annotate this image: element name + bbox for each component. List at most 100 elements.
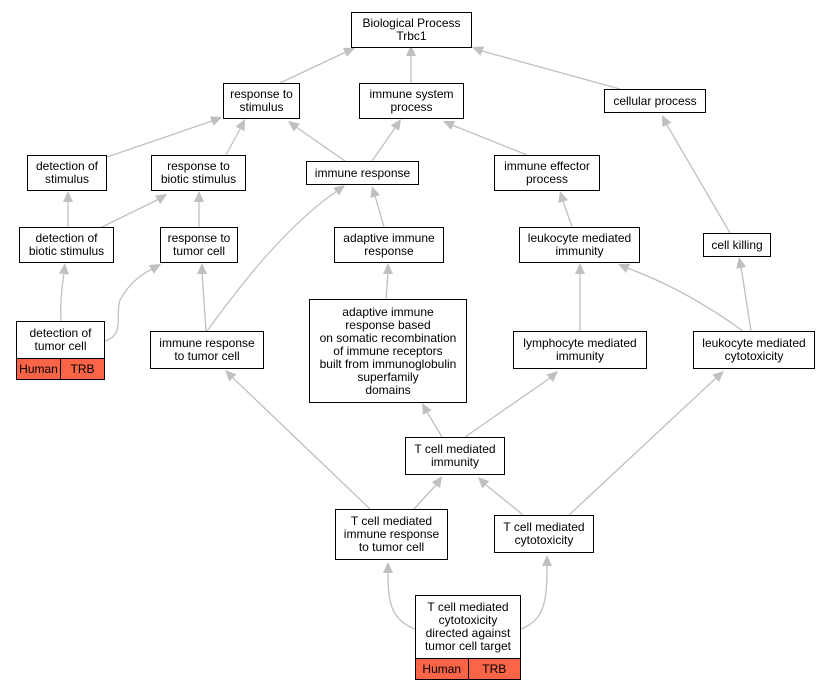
node-label: detection of tumor cell	[29, 326, 92, 353]
edge-arrowhead	[148, 264, 161, 274]
node-label: T cell mediated cytotoxicity directed ag…	[424, 600, 512, 653]
edge-arrowhead	[209, 116, 222, 126]
edge-arrowhead	[422, 403, 432, 416]
edge-arrowhead	[618, 263, 631, 274]
edge-arrowhead	[383, 263, 393, 274]
edge-irtc-to-ir	[206, 190, 338, 332]
edge-lmi-to-iep	[562, 200, 573, 228]
edge-arrowhead	[712, 371, 724, 383]
edge-tmcd-to-tmirtc	[387, 571, 416, 630]
node-label: detection of biotic stimulus	[28, 231, 105, 258]
annotation-tags: Human TRB	[416, 658, 520, 679]
tag-human: Human	[416, 659, 468, 679]
node-label: Biological Process Trbc1	[362, 16, 461, 43]
edge-arrowhead	[542, 555, 552, 566]
node-label: cell killing	[711, 237, 763, 252]
edge-irtc-to-rtc	[201, 272, 207, 332]
edge-arrowhead	[342, 47, 355, 57]
edge-lmc-to-ck	[740, 266, 752, 332]
node-cell-killing[interactable]: cell killing	[703, 233, 771, 257]
edge-arrowhead	[390, 119, 401, 131]
node-detection-of-biotic-stimulus[interactable]: detection of biotic stimulus	[19, 227, 114, 263]
node-label: lymphocyte mediated immunity	[523, 336, 637, 363]
node-label: immune response to tumor cell	[159, 336, 255, 363]
edge-tmcd-to-tmc	[520, 564, 548, 630]
node-label: immune system process	[369, 87, 454, 114]
node-t-cell-mediated-immunity[interactable]: T cell mediated immunity	[405, 437, 505, 475]
edge-tmi-to-lymi	[464, 377, 551, 438]
edge-arrowhead	[472, 46, 485, 56]
edge-arrowhead	[333, 185, 345, 196]
node-label: detection of stimulus	[35, 159, 99, 186]
edge-rs-to-root	[279, 50, 349, 84]
edge-arrowhead	[575, 263, 585, 274]
edge-dbs-to-rbs	[101, 198, 160, 228]
node-label: response to biotic stimulus	[160, 159, 237, 186]
node-label: immune effector process	[504, 159, 590, 186]
edge-ck-to-cp	[666, 124, 731, 234]
node-response-to-stimulus[interactable]: response to stimulus	[223, 83, 300, 119]
edge-air-to-ir	[374, 195, 385, 228]
node-label: adaptive immune response based on somati…	[319, 304, 457, 397]
edge-dtc-to-dbs	[60, 272, 65, 322]
node-immune-effector-process[interactable]: immune effector process	[494, 155, 600, 191]
edge-iep-to-isp	[451, 124, 528, 156]
node-detection-of-tumor-cell[interactable]: detection of tumor cell Human TRB	[16, 321, 105, 380]
node-t-cell-mediated-cytotoxicity-directed-against-tumor-cell-target[interactable]: T cell mediated cytotoxicity directed ag…	[415, 595, 521, 680]
node-cellular-process[interactable]: cellular process	[604, 89, 706, 113]
edge-arrowhead	[406, 45, 416, 56]
edge-arrowhead	[58, 263, 69, 275]
node-adaptive-immune-response-based-on-somatic-recombination[interactable]: adaptive immune response based on somati…	[309, 299, 467, 403]
node-label: response to stimulus	[230, 87, 293, 114]
edge-arrowhead	[288, 121, 300, 132]
node-immune-system-process[interactable]: immune system process	[359, 83, 464, 119]
edge-tmc-to-lmc	[568, 377, 717, 516]
edge-arrowhead	[225, 370, 237, 382]
node-immune-response[interactable]: immune response	[306, 161, 419, 185]
node-t-cell-mediated-cytotoxicity[interactable]: T cell mediated cytotoxicity	[494, 515, 594, 553]
node-label: cellular process	[613, 93, 697, 108]
edge-ir-to-rs	[295, 126, 346, 162]
edge-arrowhead	[197, 263, 207, 274]
edge-tmirtc-to-irtc	[232, 377, 371, 510]
node-label: leukocyte mediated cytotoxicity	[702, 336, 806, 363]
edge-arrowhead	[63, 191, 73, 202]
edge-arrowhead	[736, 257, 747, 269]
node-leukocyte-mediated-cytotoxicity[interactable]: leukocyte mediated cytotoxicity	[693, 331, 815, 369]
node-response-to-biotic-stimulus[interactable]: response to biotic stimulus	[151, 155, 246, 191]
edge-rbs-to-rs	[225, 128, 241, 156]
node-lymphocyte-mediated-immunity[interactable]: lymphocyte mediated immunity	[513, 331, 647, 369]
edge-cp-to-root	[481, 50, 621, 90]
node-detection-of-stimulus[interactable]: detection of stimulus	[27, 155, 107, 191]
node-label: response to tumor cell	[167, 231, 231, 258]
node-label: adaptive immune response	[343, 231, 435, 258]
node-t-cell-mediated-immune-response-to-tumor-cell[interactable]: T cell mediated immune response to tumor…	[335, 509, 448, 560]
edge-ir-to-isp	[371, 127, 396, 162]
annotation-tags: Human TRB	[17, 358, 104, 379]
node-label: leukocyte mediated immunity	[527, 231, 632, 258]
node-biological-process-trbc1[interactable]: Biological Process Trbc1	[351, 12, 472, 48]
edge-tmi-to-airb	[426, 411, 443, 438]
edge-arrowhead	[431, 476, 442, 488]
edge-arrowhead	[443, 120, 456, 131]
node-response-to-tumor-cell[interactable]: response to tumor cell	[160, 227, 238, 263]
tag-trb: TRB	[467, 659, 520, 679]
edge-arrowhead	[235, 119, 245, 132]
node-label: T cell mediated immune response to tumor…	[343, 514, 440, 554]
edge-dtc-to-rtc	[104, 268, 153, 342]
node-immune-response-to-tumor-cell[interactable]: immune response to tumor cell	[150, 331, 264, 369]
tag-trb: TRB	[60, 359, 104, 379]
edge-tmc-to-tmi	[485, 484, 524, 516]
edge-arrowhead	[662, 115, 672, 128]
tag-human: Human	[17, 359, 60, 379]
node-leukocyte-mediated-immunity[interactable]: leukocyte mediated immunity	[519, 227, 640, 263]
node-label: T cell mediated cytotoxicity	[503, 520, 585, 547]
edge-airb-to-air	[385, 272, 389, 300]
edge-arrowhead	[383, 562, 393, 573]
edge-lmc-to-lmi	[626, 267, 744, 332]
edge-tmirtc-to-tmi	[413, 484, 437, 510]
node-label: T cell mediated immunity	[414, 442, 496, 469]
node-adaptive-immune-response[interactable]: adaptive immune response	[334, 227, 444, 263]
